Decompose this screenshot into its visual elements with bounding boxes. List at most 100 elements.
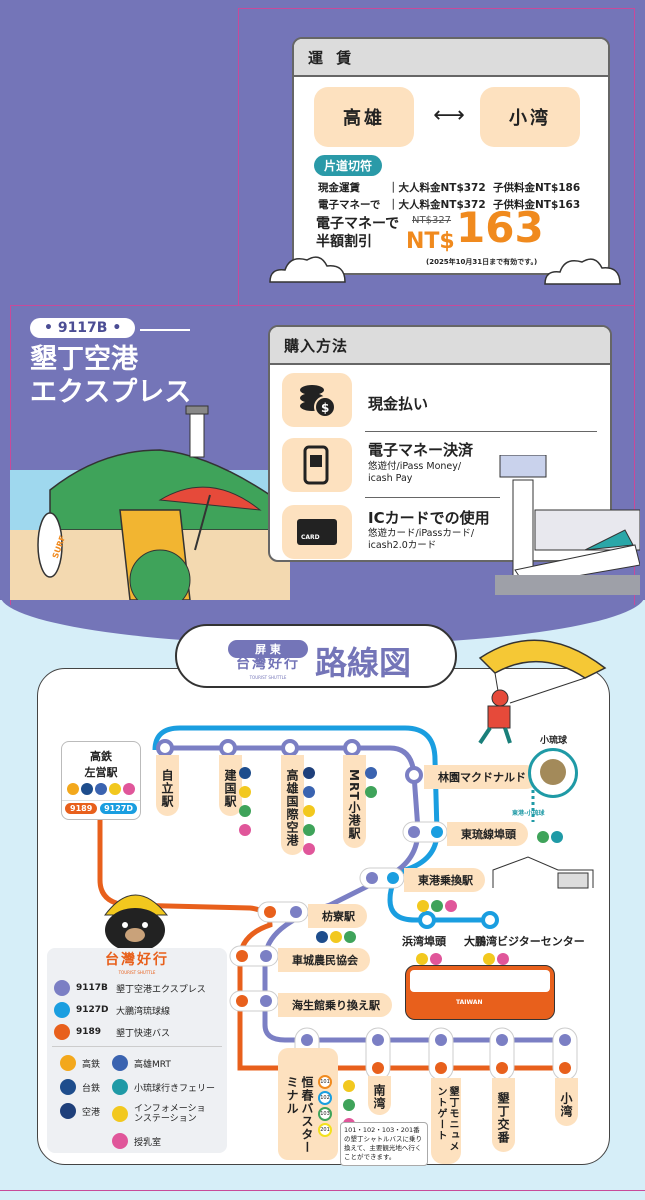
fare-row-emoney: 電子マネーで｜大人料金NT$372 子供料金NT$163 — [318, 199, 581, 211]
station-dongliu-pier[interactable]: 東琉線埠頭 — [447, 822, 528, 846]
frame-line — [10, 305, 635, 605]
shuttle-103: 103 — [318, 1107, 332, 1121]
card-icon: CARD — [282, 505, 352, 559]
nursing-room-icon — [112, 1133, 128, 1149]
airport-illustration — [495, 455, 640, 595]
sub-line: icash Pay — [368, 473, 413, 484]
method-emoney-title: 電子マネー決済 — [368, 441, 474, 459]
beach-illustration: SURF — [10, 405, 290, 600]
station-marker — [343, 739, 361, 757]
qr-phone-icon — [282, 438, 352, 492]
divider — [365, 497, 500, 498]
ticket-type-badge: 片道切符 — [314, 155, 383, 176]
station-xiaowan[interactable]: 小湾 — [555, 1078, 578, 1126]
arrow-icon: ⟷ — [433, 103, 465, 128]
station-kaohsiung-airport[interactable]: 高雄国際空港 — [281, 755, 304, 855]
route-name: 墾丁快速バス — [116, 1028, 171, 1039]
bus-icon — [54, 1024, 70, 1040]
shuttle-badges: 101 102 103 201 — [318, 1075, 332, 1137]
route-number-badge: • 9117B • — [30, 318, 136, 338]
method-ic-title: ICカードでの使用 — [368, 509, 490, 527]
promo-line2: 半額割引 — [316, 234, 372, 250]
facility-icons — [536, 826, 564, 845]
shuttle-note: 101・102・103・201番の墾丁シャトルバスに乗り換えて、主要観光地へ行く… — [340, 1122, 428, 1166]
fare-method: 現金運賃 — [318, 182, 360, 194]
island-illustration — [528, 748, 578, 798]
hero-title-line1: 墾丁空港 — [30, 344, 138, 375]
method-emoney-sub: 悠遊付/iPass Money/icash Pay — [368, 461, 461, 485]
station-dapeng-bay[interactable]: 大鵬湾ビジターセンター — [464, 935, 585, 948]
bear-mascot — [103, 894, 169, 952]
route-name: 墾丁空港エクスプレス — [116, 984, 206, 995]
promo-price: 163 — [456, 203, 544, 252]
facility-name: 高鉄 — [82, 1059, 101, 1070]
legend-facilities: 高鉄 高雄MRT 台鉄 小琉球行きフェリー 空港 インフォメーションステーション… — [60, 1052, 225, 1152]
ferry-icon — [112, 1079, 128, 1095]
station-bawan-pier[interactable]: 浜湾埠頭 — [402, 935, 446, 948]
svg-text:$: $ — [321, 401, 329, 415]
station-marker — [156, 739, 174, 757]
legend-airport: 空港 — [60, 1100, 112, 1122]
station-marker — [481, 911, 499, 929]
adult-fare: 大人料金NT$372 — [398, 199, 486, 211]
station-nanwan[interactable]: 南湾 — [368, 1076, 391, 1115]
station-jianguo[interactable]: 建国駅 — [219, 755, 242, 816]
bus-icon — [54, 980, 70, 996]
ferry-route-label: 東港-小琉球 — [512, 810, 545, 817]
station-marker — [281, 739, 299, 757]
station-zili[interactable]: 自立駅 — [156, 755, 179, 816]
railway-icon — [60, 1079, 76, 1095]
station-linyuan[interactable]: 林園マクドナルド — [424, 765, 538, 789]
legend-ferry: 小琉球行きフェリー — [112, 1076, 225, 1098]
station-hengchun[interactable]: 恒春バスターミナル — [278, 1048, 338, 1160]
cloud-icon — [269, 256, 346, 283]
station-name: 左営駅 — [84, 766, 118, 779]
station-fangliao[interactable]: 枋寮駅 — [308, 904, 367, 928]
station-donggang[interactable]: 東港乗換駅 — [404, 868, 485, 892]
station-mrt-xiaogang[interactable]: MRT小港駅 — [343, 755, 366, 848]
facility-icons — [62, 782, 140, 796]
shuttle-102: 102 — [318, 1091, 332, 1105]
station-marker — [418, 911, 436, 929]
valid-note: (2025年10月31日まで有効です。) — [426, 258, 538, 266]
bus-brand: TAIWAN — [456, 999, 483, 1006]
legend-route-9189: 9189 墾丁快速バス — [52, 1021, 224, 1043]
sub-line: 悠遊付/iPass Money/ — [368, 461, 462, 472]
island-name: 小琉球 — [540, 736, 568, 746]
station-kenting-gate[interactable]: 墾丁モニュメントゲート — [431, 1078, 461, 1164]
fare-method: 電子マネーで — [318, 199, 381, 211]
station-kenting-police[interactable]: 墾丁交番 — [492, 1078, 515, 1152]
route-no: 9127D — [76, 1005, 109, 1015]
promo-text: 電子マネーで 半額割引 — [316, 215, 399, 251]
station-aquarium-transfer[interactable]: 海生館乗り換え駅 — [278, 993, 392, 1017]
facility-icons — [302, 762, 316, 857]
station-marker — [219, 739, 237, 757]
facility-name: 空港 — [82, 1107, 101, 1118]
legend-nursing: 授乳室 — [112, 1130, 225, 1152]
divider — [365, 431, 597, 432]
facility-name: 小琉球行きフェリー — [134, 1083, 216, 1094]
brand-logo: 台灣好行 — [236, 656, 300, 672]
destination-box: 小湾 — [480, 87, 580, 147]
promo-line1: 電子マネーで — [316, 216, 400, 232]
legend-mrt: 高雄MRT — [112, 1052, 225, 1074]
frame-line-top — [238, 8, 635, 306]
station-hsr-zuoying[interactable]: 高鉄 左営駅 9189 9127D — [61, 741, 141, 820]
station-checheng[interactable]: 車城農民協会 — [278, 948, 370, 972]
hero-title-line2: エクスプレス — [30, 377, 192, 408]
sub-line: icash2.0カード — [368, 540, 437, 551]
shuttle-201: 201 — [318, 1123, 332, 1137]
facility-name: 台鉄 — [82, 1083, 101, 1094]
legend-info: インフォメーションステーション — [112, 1100, 225, 1128]
facility-icons — [482, 948, 510, 967]
hero-title: 墾丁空港 エクスプレス — [30, 343, 191, 409]
route-badge-9127D: 9127D — [100, 803, 137, 814]
legend-tra: 台鉄 — [60, 1076, 112, 1098]
route-badge-9189: 9189 — [65, 803, 98, 814]
route-no: 9189 — [76, 1027, 102, 1037]
currency: NT$ — [406, 229, 455, 254]
